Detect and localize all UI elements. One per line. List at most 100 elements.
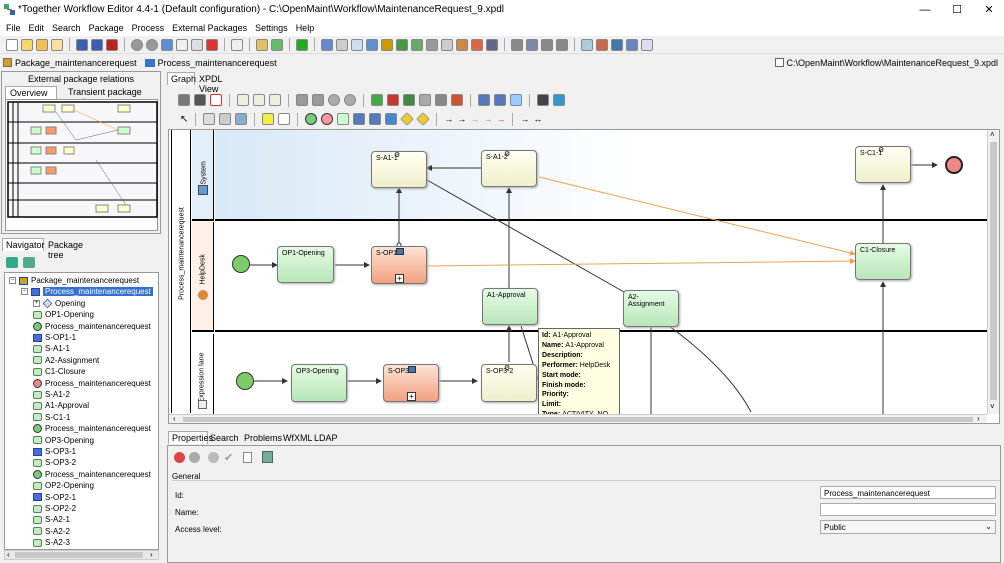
- transition-cond-icon[interactable]: →: [457, 114, 467, 124]
- tree-item[interactable]: −S-OP3-2: [33, 457, 76, 468]
- menu-process[interactable]: Process: [131, 23, 165, 33]
- activity-s-a1-1[interactable]: S-A1-1 ⚙: [371, 151, 427, 188]
- upload-icon[interactable]: [611, 38, 623, 51]
- tab-properties[interactable]: Properties: [168, 431, 213, 444]
- cancel-icon[interactable]: [174, 452, 185, 463]
- activity-s-op3-1[interactable]: S-OP3-1 +: [383, 364, 439, 402]
- paste-icon[interactable]: [191, 38, 203, 51]
- scroll-right-icon[interactable]: ›: [150, 550, 153, 559]
- preview-icon[interactable]: [194, 94, 206, 106]
- scrollbar-thumb[interactable]: [990, 142, 997, 400]
- navigator-tree[interactable]: −Package_maintenancerequest −Process_main…: [4, 272, 159, 550]
- package-name[interactable]: Package_maintenancerequest: [15, 57, 137, 68]
- tab-xpdl-view[interactable]: XPDL View: [199, 74, 223, 94]
- minimize-button[interactable]: —: [919, 4, 931, 16]
- gateway-icon[interactable]: [435, 94, 447, 106]
- tab-navigator[interactable]: Navigator: [2, 238, 45, 251]
- expand-subprocess-icon[interactable]: +: [395, 274, 404, 283]
- activity-s-op3-2[interactable]: S-OP3-2 ⚙: [481, 364, 537, 402]
- tree-item[interactable]: −A1-Approval: [33, 400, 89, 411]
- undo-icon[interactable]: [131, 38, 143, 51]
- save-icon[interactable]: [76, 38, 88, 51]
- applications-icon[interactable]: [381, 38, 393, 51]
- participant-tool-icon[interactable]: [203, 113, 216, 125]
- transition-tool-icon[interactable]: →: [444, 114, 454, 124]
- tree-item[interactable]: −S-C1-1: [33, 412, 70, 423]
- references-icon[interactable]: [271, 38, 283, 51]
- pointer-tool-icon[interactable]: ↖: [180, 113, 189, 125]
- lane-header-system[interactable]: System: [192, 130, 214, 221]
- lane-tool-icon[interactable]: [219, 113, 232, 125]
- rotate-left-icon[interactable]: [296, 94, 308, 106]
- apply-icon[interactable]: ✔: [224, 452, 234, 464]
- document-icon[interactable]: [243, 452, 252, 463]
- menu-file[interactable]: File: [6, 23, 21, 33]
- close-package-icon[interactable]: [106, 38, 118, 51]
- block-tool-icon[interactable]: [369, 113, 382, 125]
- end-event-system[interactable]: [945, 156, 963, 174]
- close-button[interactable]: ✕: [984, 4, 994, 16]
- zoom-out-icon[interactable]: [253, 94, 265, 106]
- annotation-icon[interactable]: [262, 113, 275, 125]
- block-activity-icon[interactable]: [451, 94, 463, 106]
- properties-icon[interactable]: [231, 38, 243, 51]
- subprocess-icon[interactable]: [478, 94, 490, 106]
- grid-icon[interactable]: [441, 38, 453, 51]
- tree-item[interactable]: −C1-Closure: [33, 366, 85, 377]
- zoom-fit-icon[interactable]: [269, 94, 281, 106]
- tree-item[interactable]: −S-A2-2: [33, 526, 70, 537]
- collapse-icon[interactable]: −: [9, 277, 16, 284]
- tree-item[interactable]: −Package_maintenancerequest: [9, 275, 139, 286]
- export-icon[interactable]: [596, 38, 608, 51]
- scroll-down-icon[interactable]: ˅: [990, 402, 995, 411]
- transition-edge-orange[interactable]: [426, 258, 856, 267]
- deploy-icon[interactable]: [581, 38, 593, 51]
- activity-a1-approval[interactable]: A1-Approval: [482, 288, 538, 325]
- tree-item[interactable]: −S-A1-2: [33, 389, 70, 400]
- scroll-left-icon[interactable]: ‹: [173, 414, 176, 423]
- maximize-button[interactable]: ☐: [952, 4, 962, 16]
- open-recent-icon[interactable]: [36, 38, 48, 51]
- copy-icon[interactable]: [176, 38, 188, 51]
- formal-parameters-icon[interactable]: [411, 38, 423, 51]
- expand-subprocess-icon[interactable]: +: [407, 392, 416, 401]
- gateway-and-icon[interactable]: [416, 112, 431, 126]
- type-declarations-icon[interactable]: [351, 38, 363, 51]
- delete-icon[interactable]: [206, 38, 218, 51]
- scroll-right-icon[interactable]: ›: [977, 414, 980, 423]
- transition-edge[interactable]: [668, 325, 752, 413]
- lane-header-expression[interactable]: Expression lane: [192, 334, 214, 414]
- find-icon[interactable]: [256, 38, 268, 51]
- collapse-icon[interactable]: −: [21, 288, 28, 296]
- overview-thumbnail[interactable]: [5, 99, 158, 231]
- start-event-tool-icon[interactable]: [305, 113, 318, 125]
- tab-ldap[interactable]: LDAP: [314, 433, 338, 443]
- process-icon[interactable]: [321, 38, 333, 51]
- tree-item[interactable]: −A2-Assignment: [33, 355, 99, 366]
- tree-item[interactable]: −S-A2-1: [33, 514, 70, 525]
- tree-item[interactable]: −S-OP2-1: [33, 492, 76, 503]
- tree-item[interactable]: −S-OP2-2: [33, 503, 76, 514]
- menu-settings[interactable]: Settings: [255, 23, 288, 33]
- activity-op1-opening[interactable]: OP1-Opening: [277, 246, 334, 283]
- tab-problems[interactable]: Problems: [244, 433, 283, 443]
- menu-search[interactable]: Search: [52, 23, 81, 33]
- move-up-icon[interactable]: [403, 94, 415, 106]
- chevron-down-icon[interactable]: ⌄: [985, 522, 992, 531]
- tree-item[interactable]: −Process_maintenancerequest: [33, 469, 151, 480]
- bidirectional-icon[interactable]: ↔: [533, 114, 543, 124]
- gateway-xor-icon[interactable]: [400, 112, 415, 126]
- free-text-icon[interactable]: [235, 113, 248, 125]
- start-event-expression[interactable]: [236, 372, 254, 390]
- process-name[interactable]: Process_maintenancerequest: [157, 57, 277, 68]
- menu-package[interactable]: Package: [88, 23, 124, 33]
- remove-participant-icon[interactable]: [387, 94, 399, 106]
- undo-graph-icon[interactable]: [328, 94, 340, 106]
- tree-item[interactable]: −S-A2-3: [33, 537, 70, 548]
- scrollbar-thumb[interactable]: [15, 552, 143, 558]
- activity-s-c1-1[interactable]: S-C1-1 ⚙: [855, 146, 911, 183]
- layout-icon[interactable]: [556, 38, 568, 51]
- start-event-helpdesk[interactable]: [232, 255, 250, 273]
- tree-item[interactable]: −OP1-Opening: [33, 309, 94, 320]
- expand-icon[interactable]: +: [33, 299, 40, 307]
